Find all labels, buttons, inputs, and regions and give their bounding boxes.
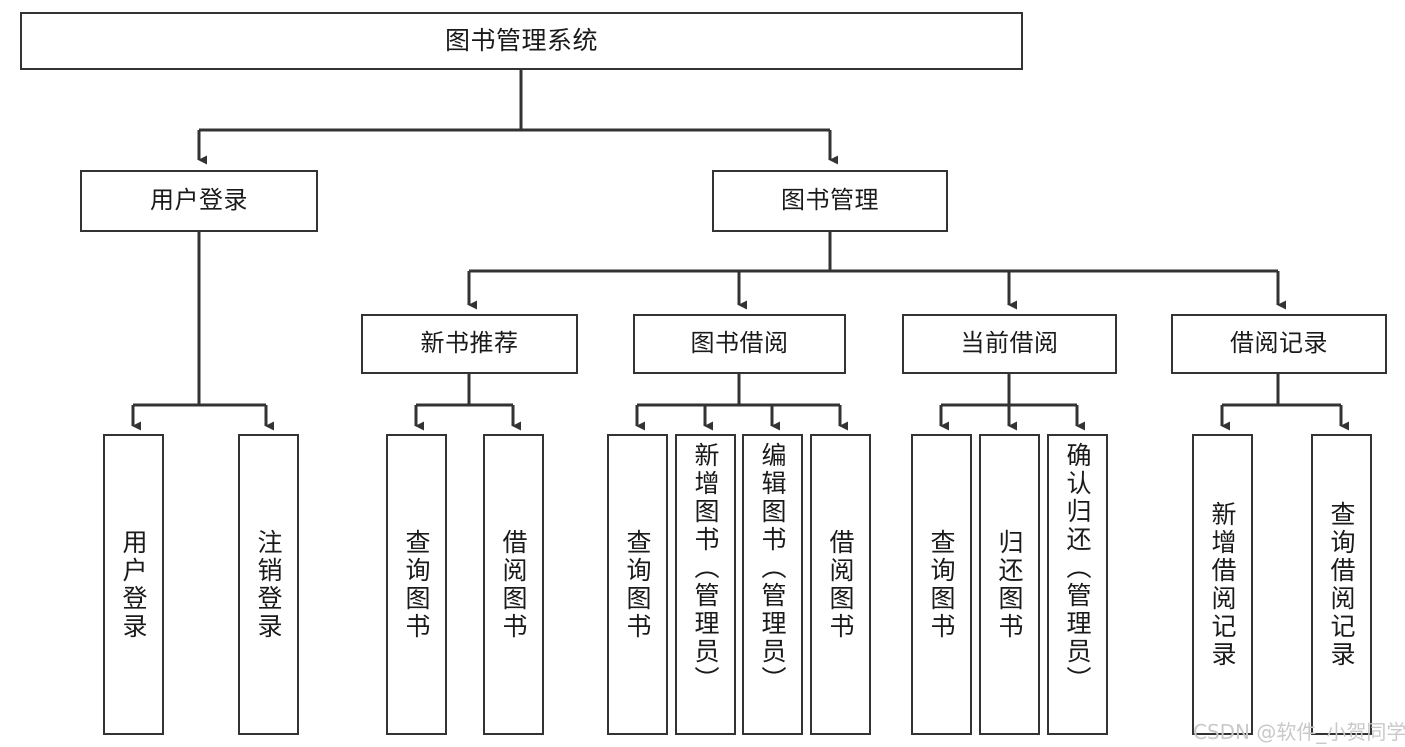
node-leaf-logout-label: 注销登录	[254, 528, 283, 641]
node-book-manage[interactable]: 图书管理	[712, 170, 948, 232]
node-leaf-return-book-label: 归还图书	[995, 528, 1024, 641]
node-current-borrow-label: 当前借阅	[960, 329, 1059, 358]
node-leaf-query-book-a[interactable]: 查询图书	[386, 434, 447, 735]
node-leaf-return-book[interactable]: 归还图书	[979, 434, 1040, 735]
node-leaf-user-login-label: 用户登录	[119, 528, 148, 641]
node-leaf-query-book-c-label: 查询图书	[927, 528, 956, 641]
node-root-system-label: 图书管理系统	[444, 25, 598, 55]
node-user-login[interactable]: 用户登录	[80, 170, 318, 232]
node-leaf-query-record-label: 查询借阅记录	[1327, 500, 1356, 669]
node-leaf-query-book-b-label: 查询图书	[623, 528, 652, 641]
node-leaf-borrow-book-a-label: 借阅图书	[499, 528, 528, 641]
node-leaf-query-record[interactable]: 查询借阅记录	[1311, 434, 1372, 735]
node-borrow-record[interactable]: 借阅记录	[1171, 314, 1387, 374]
node-user-login-label: 用户登录	[150, 186, 248, 215]
node-leaf-add-record[interactable]: 新增借阅记录	[1192, 434, 1253, 735]
node-leaf-add-record-label: 新增借阅记录	[1208, 500, 1237, 669]
node-book-borrow-label: 图书借阅	[690, 329, 789, 358]
node-leaf-confirm-return-label: 确认归还（管理员）	[1063, 442, 1092, 694]
node-leaf-query-book-b[interactable]: 查询图书	[607, 434, 668, 735]
node-current-borrow[interactable]: 当前借阅	[902, 314, 1117, 374]
node-borrow-record-label: 借阅记录	[1230, 329, 1328, 358]
node-leaf-confirm-return[interactable]: 确认归还（管理员）	[1047, 434, 1108, 735]
node-leaf-borrow-book-a[interactable]: 借阅图书	[483, 434, 544, 735]
node-root-system[interactable]: 图书管理系统	[20, 12, 1023, 70]
node-book-borrow[interactable]: 图书借阅	[633, 314, 846, 374]
node-leaf-edit-book[interactable]: 编辑图书（管理员）	[742, 434, 803, 735]
node-leaf-add-book-label: 新增图书（管理员）	[691, 442, 720, 694]
node-new-book-recommend[interactable]: 新书推荐	[361, 314, 578, 374]
node-leaf-logout[interactable]: 注销登录	[238, 434, 299, 735]
node-leaf-edit-book-label: 编辑图书（管理员）	[758, 442, 787, 694]
node-book-manage-label: 图书管理	[781, 186, 879, 215]
node-leaf-query-book-a-label: 查询图书	[402, 528, 431, 641]
node-leaf-borrow-book-b[interactable]: 借阅图书	[810, 434, 871, 735]
node-leaf-borrow-book-b-label: 借阅图书	[826, 528, 855, 641]
node-leaf-query-book-c[interactable]: 查询图书	[911, 434, 972, 735]
node-leaf-user-login[interactable]: 用户登录	[103, 434, 164, 735]
node-leaf-add-book[interactable]: 新增图书（管理员）	[675, 434, 736, 735]
node-new-book-recommend-label: 新书推荐	[420, 329, 519, 358]
